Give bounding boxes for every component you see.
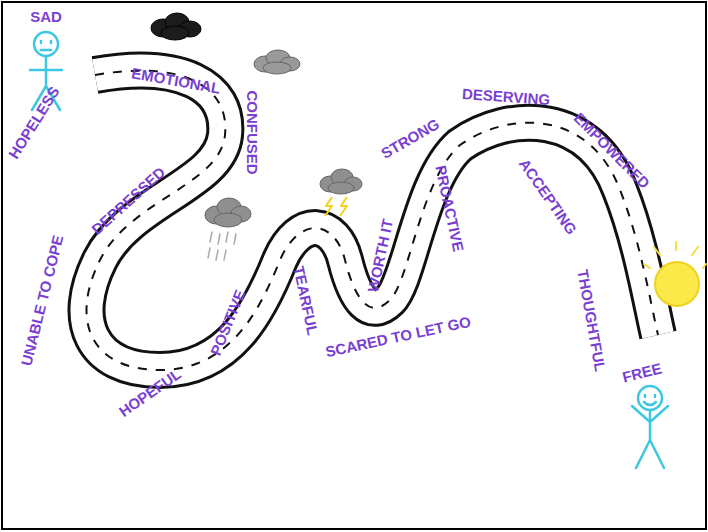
storm-cloud xyxy=(320,169,362,216)
free-figure xyxy=(632,386,668,468)
road-word: HOPELESS xyxy=(6,83,62,160)
road-word: THOUGHTFUL xyxy=(576,268,609,372)
grey-cloud xyxy=(254,50,300,74)
mood-label: FREE xyxy=(621,360,663,384)
sun xyxy=(644,242,706,306)
road-word: UNABLE TO COPE xyxy=(19,233,66,367)
rain-cloud xyxy=(205,198,251,260)
road-word: ACCEPTING xyxy=(517,156,580,237)
road-word: DESERVING xyxy=(462,85,551,106)
road-word: SCARED TO LET GO xyxy=(324,313,472,358)
road-word: TEARFUL xyxy=(291,264,320,336)
road xyxy=(87,71,659,370)
black-cloud xyxy=(151,13,201,40)
mood-label: SAD xyxy=(30,9,62,24)
road-word: CONFUSED xyxy=(244,90,259,174)
